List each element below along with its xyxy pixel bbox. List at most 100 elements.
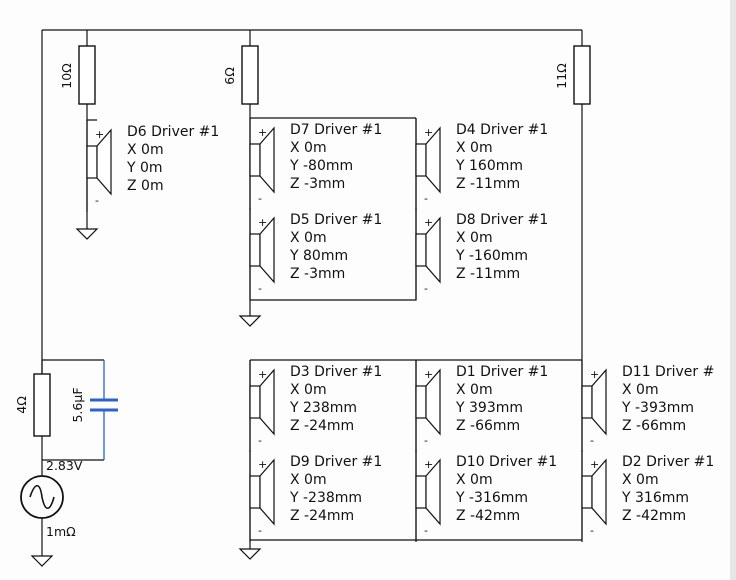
- driver-label-line: X 0m: [622, 472, 659, 488]
- driver-label-line: Y -80mm: [289, 158, 353, 174]
- polarity-minus: -: [590, 524, 594, 537]
- driver-label-line: X 0m: [456, 382, 493, 398]
- polarity-plus: +: [424, 216, 433, 229]
- speaker-icon: [249, 143, 261, 177]
- polarity-minus: -: [424, 524, 428, 537]
- polarity-plus: +: [424, 126, 433, 139]
- driver-label-line: Y 80mm: [289, 248, 348, 264]
- driver-label-line: Z -24mm: [290, 418, 354, 434]
- resistor-6ohm-label: 6Ω: [222, 67, 237, 85]
- driver-label-line: Y -393mm: [621, 400, 694, 416]
- driver-label-line: Z -42mm: [622, 508, 686, 524]
- ground-symbol: [238, 545, 262, 560]
- sine-symbol: [29, 484, 55, 510]
- resistor-4ohm-label: 4Ω: [14, 396, 29, 414]
- resistor-11ohm-label: 11Ω: [554, 63, 569, 89]
- driver-label-line: Z -24mm: [290, 508, 354, 524]
- polarity-minus: -: [95, 194, 99, 207]
- resistor-6ohm[interactable]: [241, 45, 259, 105]
- driver-label-line: D7 Driver #1: [290, 122, 382, 138]
- polarity-plus: +: [258, 216, 267, 229]
- driver-label-line: D4 Driver #1: [456, 122, 548, 138]
- polarity-plus: +: [258, 368, 267, 381]
- polarity-plus: +: [590, 458, 599, 471]
- speaker-icon: [415, 233, 427, 267]
- driver-label-line: X 0m: [456, 230, 493, 246]
- speaker-icon: [249, 475, 261, 509]
- driver-label-line: X 0m: [290, 472, 327, 488]
- driver-label-line: D11 Driver #: [622, 364, 714, 380]
- capacitor-plates[interactable]: [90, 398, 118, 412]
- speaker-icon: [249, 385, 261, 419]
- driver-label-line: Y 238mm: [289, 400, 357, 416]
- driver-label-line: X 0m: [456, 140, 493, 156]
- drivers-layer: +-D6 Driver #1X 0mY 0mZ 0m+-D7 Driver #1…: [86, 118, 714, 542]
- polarity-minus: -: [424, 282, 428, 295]
- resistor-4ohm[interactable]: [33, 373, 51, 437]
- driver-label-line: X 0m: [290, 230, 327, 246]
- driver-label-line: Y -316mm: [455, 490, 528, 506]
- driver-label-line: D3 Driver #1: [290, 364, 382, 380]
- source-voltage-label: 2.83V: [46, 458, 83, 473]
- driver-label-line: D5 Driver #1: [290, 212, 382, 228]
- driver-label-line: Y -160mm: [455, 248, 528, 264]
- scrollbar-strip[interactable]: [730, 0, 736, 580]
- speaker-icon: [581, 385, 593, 419]
- driver-label-line: X 0m: [127, 142, 164, 158]
- driver-label-line: Z -66mm: [622, 418, 686, 434]
- grounds-layer: [30, 225, 262, 567]
- driver-d6[interactable]: +-D6 Driver #1X 0mY 0mZ 0m: [86, 120, 219, 212]
- driver-label-line: Z -42mm: [456, 508, 520, 524]
- driver-label-line: Y 393mm: [455, 400, 523, 416]
- speaker-icon: [249, 233, 261, 267]
- ground-symbol: [238, 312, 262, 327]
- driver-d7[interactable]: + - D7 Driver #1 X 0m Y -80mm Z -3mm: [249, 118, 382, 210]
- driver-label-line: Y -238mm: [289, 490, 362, 506]
- resistor-10ohm-label: 10Ω: [59, 63, 74, 89]
- driver-d10[interactable]: + - D10 Driver #1 X 0m Y -316mm Z -42mm: [415, 450, 557, 542]
- polarity-minus: -: [424, 434, 428, 447]
- driver-label-line: Z -3mm: [290, 176, 345, 192]
- driver-label-line: Z -66mm: [456, 418, 520, 434]
- polarity-plus: +: [424, 458, 433, 471]
- source-wires: [41, 359, 104, 552]
- polarity-plus: +: [258, 126, 267, 139]
- voltage-source[interactable]: [20, 475, 64, 519]
- ground-symbol: [30, 552, 54, 567]
- driver-label-line: D10 Driver #1: [456, 454, 557, 470]
- polarity-plus: +: [424, 368, 433, 381]
- driver-label-line: D9 Driver #1: [290, 454, 382, 470]
- driver-label-line: Z -3mm: [290, 266, 345, 282]
- ground-symbol: [75, 225, 99, 240]
- capacitor-label: 5.6µF: [70, 387, 85, 422]
- driver-label-line: Y 316mm: [621, 490, 689, 506]
- speaker-icon: [581, 475, 593, 509]
- polarity-minus: -: [258, 524, 262, 537]
- polarity-minus: -: [424, 192, 428, 205]
- driver-label-line: D6 Driver #1: [127, 124, 219, 140]
- source-resistance-label: 1mΩ: [46, 524, 76, 539]
- resistor-10ohm[interactable]: [78, 45, 96, 105]
- speaker-icon: [415, 475, 427, 509]
- driver-label-line: Z -11mm: [456, 266, 520, 282]
- driver-label-line: X 0m: [622, 382, 659, 398]
- driver-label-line: Z -11mm: [456, 176, 520, 192]
- driver-label-line: X 0m: [456, 472, 493, 488]
- driver-label-line: Z 0m: [127, 178, 164, 194]
- speaker-icon: [415, 143, 427, 177]
- driver-label-line: X 0m: [290, 382, 327, 398]
- speaker-icon: [415, 385, 427, 419]
- polarity-plus: +: [590, 368, 599, 381]
- polarity-minus: -: [258, 192, 262, 205]
- driver-label-line: X 0m: [290, 140, 327, 156]
- resistor-11ohm[interactable]: [573, 45, 591, 105]
